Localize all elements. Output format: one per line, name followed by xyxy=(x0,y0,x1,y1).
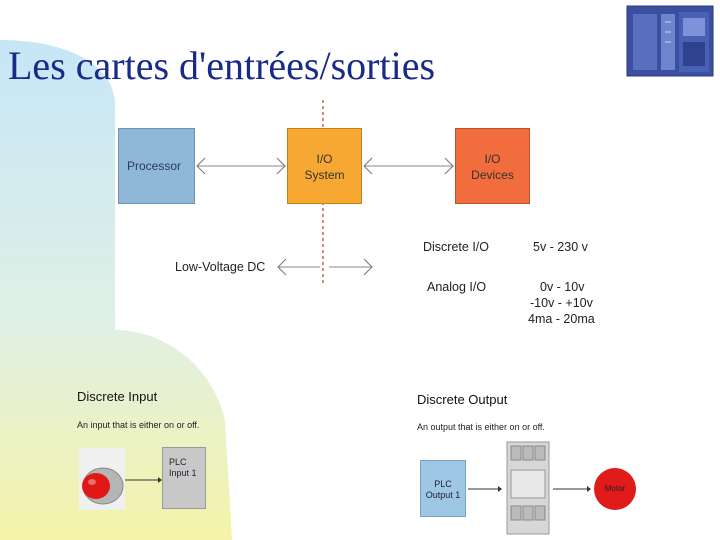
discrete-output-heading: Discrete Output xyxy=(417,392,508,407)
io-devices-box: I/O Devices xyxy=(455,128,530,204)
discrete-input-heading: Discrete Input xyxy=(77,389,158,404)
low-voltage-label: Low-Voltage DC xyxy=(175,260,266,274)
analog-range-3: 4ma - 20ma xyxy=(528,312,595,326)
plc-output-label-line2: Output 1 xyxy=(425,490,461,500)
io-system-label-line1: I/O xyxy=(316,152,333,166)
contactor-image xyxy=(506,441,550,535)
io-system-label-line2: System xyxy=(304,168,345,182)
discrete-io-label: Discrete I/O xyxy=(423,240,489,254)
discrete-output-desc: An output that is either on or off. xyxy=(417,422,545,432)
motor-circle: Motor xyxy=(594,468,636,510)
plc-output-label-line1: PLC xyxy=(434,479,452,489)
plc-input-label-line1: PLC xyxy=(169,457,187,467)
processor-label: Processor xyxy=(127,159,182,173)
motor-label: Motor xyxy=(604,484,626,493)
plc-device-image xyxy=(626,5,714,77)
io-devices-label-line2: Devices xyxy=(471,168,514,182)
io-system-box: I/O System xyxy=(287,128,362,204)
plc-output-box: PLC Output 1 xyxy=(420,460,466,517)
discrete-input-desc: An input that is either on or off. xyxy=(77,420,200,430)
analog-range-1: 0v - 10v xyxy=(540,280,585,294)
analog-io-label: Analog I/O xyxy=(427,280,487,294)
page-title: Les cartes d'entrées/sorties xyxy=(8,43,436,88)
plc-input-label-line2: Input 1 xyxy=(169,468,197,478)
push-button-image xyxy=(79,448,125,510)
discrete-range-label: 5v - 230 v xyxy=(533,240,588,254)
analog-range-2: -10v - +10v xyxy=(530,296,593,310)
io-devices-label-line1: I/O xyxy=(484,152,501,166)
plc-input-box: PLC Input 1 xyxy=(162,447,206,509)
processor-box: Processor xyxy=(118,128,195,204)
